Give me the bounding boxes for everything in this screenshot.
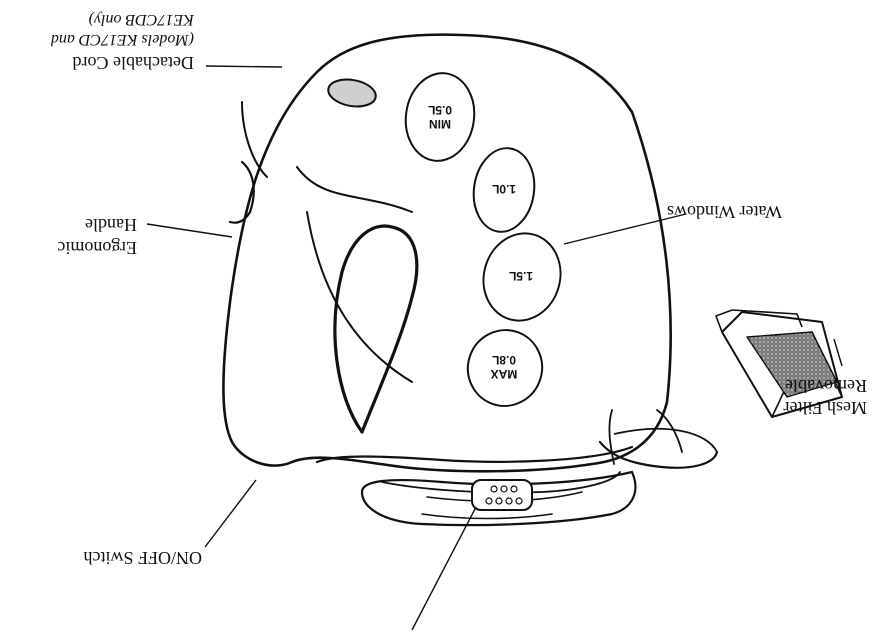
label-detachable-cord: Detachable Cord — [73, 53, 194, 73]
on-off-switch-icon[interactable] — [471, 479, 533, 511]
label-removable-mesh-filter-line1: Removable — [785, 376, 867, 396]
label-ergonomic-handle-line2: Handle — [85, 215, 137, 235]
water-window-1-5 — [482, 232, 562, 322]
window-mark-min-line2: 0.5L — [428, 103, 452, 117]
label-water-windows: Water Windows — [667, 202, 782, 222]
window-mark-1-0: 1.0L — [492, 182, 516, 196]
label-group: Detachable Cord (Models KE17CD and KE17C… — [50, 11, 867, 568]
water-window-min — [404, 72, 476, 162]
label-ergonomic-handle-line1: Ergonomic — [57, 238, 137, 258]
base-switch-area — [360, 470, 637, 527]
window-mark-max-line1: MAX — [491, 367, 518, 381]
window-mark-1-5: 1.5L — [509, 269, 533, 283]
label-on-off-switch: ON/OFF Switch — [83, 548, 202, 568]
water-window-max — [466, 329, 544, 407]
label-detachable-cord-models-2: KE17CDB only) — [89, 11, 195, 28]
window-mark-min-line1: MIN — [429, 117, 451, 131]
water-windows — [404, 72, 562, 407]
label-removable-mesh-filter-line2: Mesh Filter — [783, 398, 867, 418]
kettle-body — [222, 33, 719, 494]
mesh-filter-icon — [715, 309, 843, 418]
water-window-1-0 — [472, 147, 536, 233]
leader-lines — [146, 65, 843, 631]
window-mark-max-line2: 0.8L — [492, 353, 516, 367]
cord-indicator-light — [327, 78, 377, 108]
label-detachable-cord-models: (Models KE17CD and — [50, 31, 194, 48]
